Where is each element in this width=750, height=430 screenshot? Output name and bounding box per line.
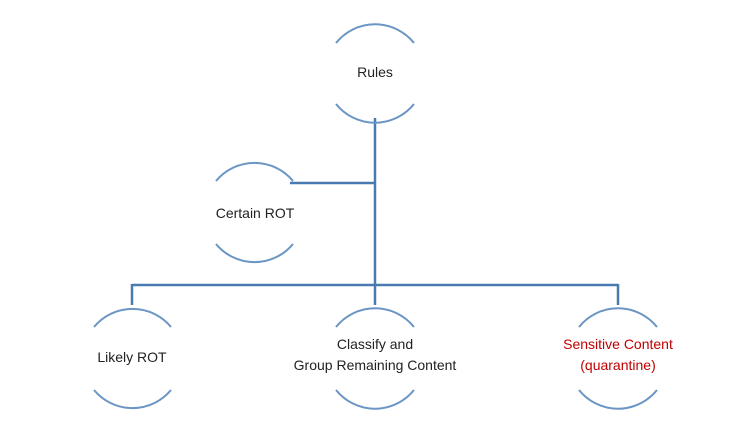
node-classify-bottom-arc bbox=[335, 389, 415, 410]
node-sensitive-label-line2: (quarantine) bbox=[580, 357, 656, 373]
node-likely-rot-top-arc bbox=[93, 307, 172, 328]
node-certain-rot-shape bbox=[215, 161, 294, 264]
node-sensitive-shape bbox=[578, 307, 658, 410]
node-classify-label: Classify and Group Remaining Content bbox=[260, 334, 490, 376]
node-rules-shape bbox=[335, 23, 415, 124]
node-classify-top-arc bbox=[335, 307, 415, 328]
node-classify-label-line1: Classify and bbox=[336, 336, 414, 352]
node-likely-rot-shape bbox=[93, 307, 172, 410]
node-rules-bottom-arc bbox=[335, 103, 415, 124]
connector-lines bbox=[130, 118, 620, 305]
node-certain-rot-label: Certain ROT bbox=[215, 205, 295, 221]
node-classify-shape bbox=[335, 307, 415, 410]
node-sensitive-bottom-arc bbox=[578, 389, 658, 410]
node-classify-label-line2: Group Remaining Content bbox=[293, 357, 457, 373]
node-sensitive-top-arc bbox=[578, 307, 658, 328]
node-rules-top-arc bbox=[335, 23, 415, 44]
node-certain-rot-bottom-arc bbox=[215, 243, 294, 264]
node-likely-rot-label: Likely ROT bbox=[97, 349, 167, 365]
node-certain-rot-top-arc bbox=[215, 161, 294, 182]
node-sensitive-label: Sensitive Content (quarantine) bbox=[548, 334, 688, 376]
node-rules-label: Rules bbox=[357, 64, 393, 80]
node-sensitive-label-line1: Sensitive Content bbox=[563, 336, 673, 352]
node-likely-rot-bottom-arc bbox=[93, 389, 172, 410]
